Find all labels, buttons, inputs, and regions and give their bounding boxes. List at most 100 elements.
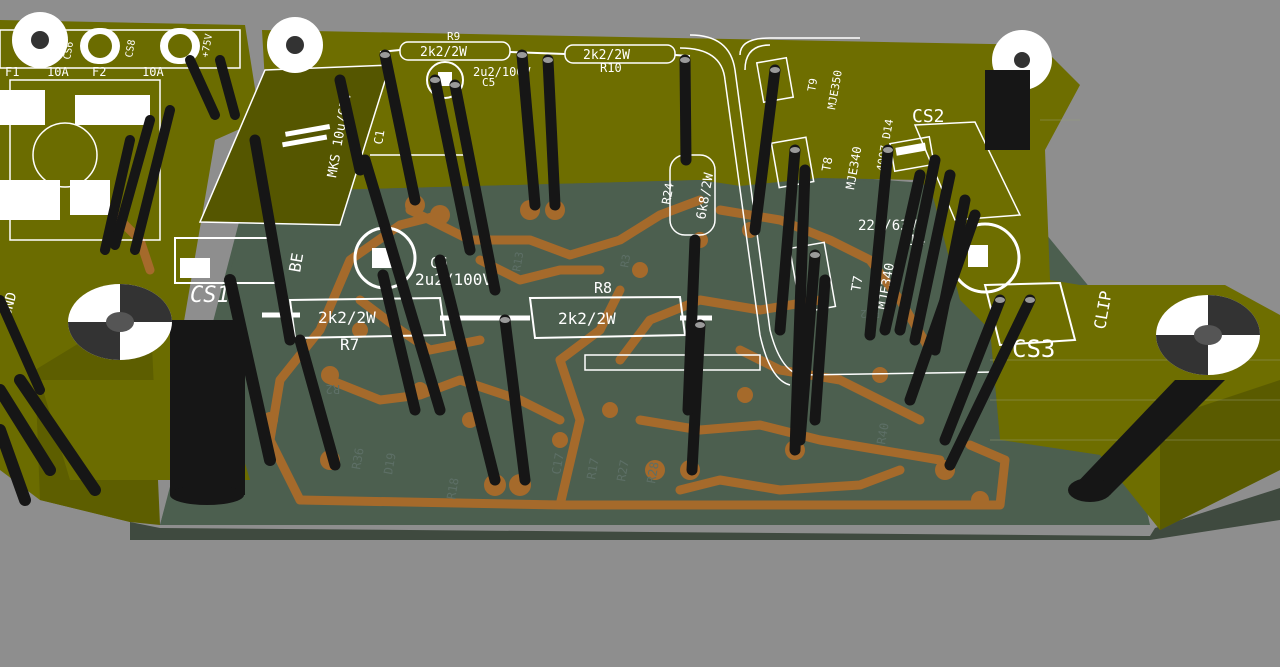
pin bbox=[894, 154, 941, 336]
fuse-f2-value: 10A bbox=[142, 65, 164, 79]
pin bbox=[379, 49, 421, 206]
connector-be-label: BE bbox=[285, 251, 307, 273]
fuse-f1-label: F1 bbox=[5, 65, 19, 79]
fuse-holder-outline bbox=[0, 29, 241, 69]
component-outline-circle bbox=[32, 122, 98, 188]
capacitor-c5-symbol bbox=[438, 72, 452, 86]
pin bbox=[909, 169, 956, 346]
capacitor-c1-symbol bbox=[284, 124, 331, 137]
capacitor-c6-value: 2u2/100V bbox=[415, 270, 492, 289]
pin bbox=[682, 234, 701, 416]
trace bbox=[295, 440, 1010, 510]
back-label-r2: R2 bbox=[326, 382, 340, 396]
capacitor-c1-outline bbox=[198, 64, 392, 226]
capacitor-top-marking bbox=[120, 284, 172, 322]
pin-tip bbox=[680, 57, 690, 63]
back-label-r36: R36 bbox=[349, 447, 367, 471]
pin bbox=[359, 154, 446, 416]
resistor-r10-label: R10 bbox=[600, 61, 622, 75]
mounting-hole-marking bbox=[1156, 335, 1208, 375]
pin bbox=[794, 249, 821, 446]
fuse-f1-value: 10A bbox=[47, 65, 69, 79]
transistor-t7-label: T7 bbox=[849, 275, 866, 293]
fuse-f2-label: F2 bbox=[92, 65, 106, 79]
pad bbox=[430, 205, 450, 225]
silk-line bbox=[689, 34, 996, 376]
component-pins bbox=[0, 49, 1036, 506]
pin-tip bbox=[883, 147, 893, 153]
resistor-r8-label: R8 bbox=[594, 279, 612, 297]
pin bbox=[879, 169, 926, 336]
capacitor-top-marking bbox=[68, 322, 120, 360]
pin bbox=[185, 55, 220, 120]
pin-tip bbox=[430, 77, 440, 83]
pin bbox=[944, 294, 1036, 471]
pin bbox=[749, 64, 781, 236]
back-label-r17: R17 bbox=[584, 457, 602, 481]
back-label-r3: R3 bbox=[618, 253, 633, 268]
pin bbox=[249, 134, 296, 346]
standoff bbox=[1070, 380, 1225, 495]
pin bbox=[215, 55, 240, 120]
pad bbox=[632, 262, 648, 278]
board-yellow-right-side bbox=[1160, 380, 1280, 530]
mounting-hole-center bbox=[1194, 325, 1222, 345]
back-label-r40: R40 bbox=[874, 422, 892, 446]
pin bbox=[130, 105, 175, 255]
resistor-r7-label: R7 bbox=[340, 335, 359, 354]
pad bbox=[352, 322, 368, 338]
smd-pad-white bbox=[70, 180, 110, 215]
pin bbox=[904, 209, 981, 406]
pin-tip bbox=[543, 57, 553, 63]
pin bbox=[864, 144, 894, 341]
pin bbox=[449, 79, 501, 296]
back-label-r28: R28 bbox=[644, 461, 662, 485]
pin bbox=[0, 295, 45, 395]
pin bbox=[686, 319, 706, 476]
resistor-r10-value: 2k2/2W bbox=[583, 48, 630, 63]
pad bbox=[971, 491, 989, 509]
pin bbox=[809, 274, 831, 426]
trace bbox=[325, 375, 565, 425]
capacitor-c1-symbol bbox=[282, 134, 328, 148]
capacitor-c5-outline bbox=[426, 61, 464, 99]
pin bbox=[110, 115, 155, 250]
pin-tip bbox=[790, 147, 800, 153]
resistor-r9-label: R9 bbox=[447, 30, 460, 43]
pin bbox=[334, 74, 366, 176]
capacitor-c6-symbol bbox=[372, 248, 392, 268]
smd-pad-white bbox=[0, 180, 60, 220]
resistor-r7-r8: 2k2/2W R7 2k2/2W R8 bbox=[262, 279, 712, 354]
capacitor-c5-label: C5 bbox=[482, 76, 495, 89]
back-label-r18: R18 bbox=[444, 477, 462, 501]
mounting-hole-inner bbox=[31, 31, 49, 49]
silk-line bbox=[744, 44, 771, 71]
left-components: F1 10A F2 10A CS6 CS8 +75V GND CS1 BE bbox=[0, 12, 307, 505]
resistor-r8-value: 2k2/2W bbox=[558, 309, 616, 328]
board-yellow-top bbox=[262, 30, 1280, 530]
pin-tip bbox=[995, 297, 1005, 303]
capacitor-top-center bbox=[106, 312, 134, 332]
pin-tip bbox=[380, 52, 390, 58]
pin bbox=[499, 314, 531, 486]
pin bbox=[0, 424, 31, 506]
pad bbox=[321, 366, 339, 384]
pin-tip bbox=[517, 52, 527, 58]
pin bbox=[14, 374, 101, 496]
pin bbox=[939, 294, 1006, 446]
back-label-c17: C17 bbox=[549, 452, 567, 476]
pad bbox=[737, 387, 753, 403]
diode-d14-band bbox=[895, 142, 927, 156]
standoff bbox=[985, 70, 1030, 150]
capacitor-c1-label: C1 bbox=[371, 129, 387, 146]
pin bbox=[434, 254, 501, 486]
pin bbox=[100, 135, 135, 255]
pad bbox=[552, 432, 568, 448]
pin-tip bbox=[1025, 297, 1035, 303]
pin bbox=[377, 269, 421, 416]
board-edge-front bbox=[130, 488, 1280, 540]
capacitor-cylinder bbox=[170, 320, 245, 495]
connector-oval-inner bbox=[88, 34, 112, 58]
resistor-r24-outline bbox=[669, 154, 716, 236]
